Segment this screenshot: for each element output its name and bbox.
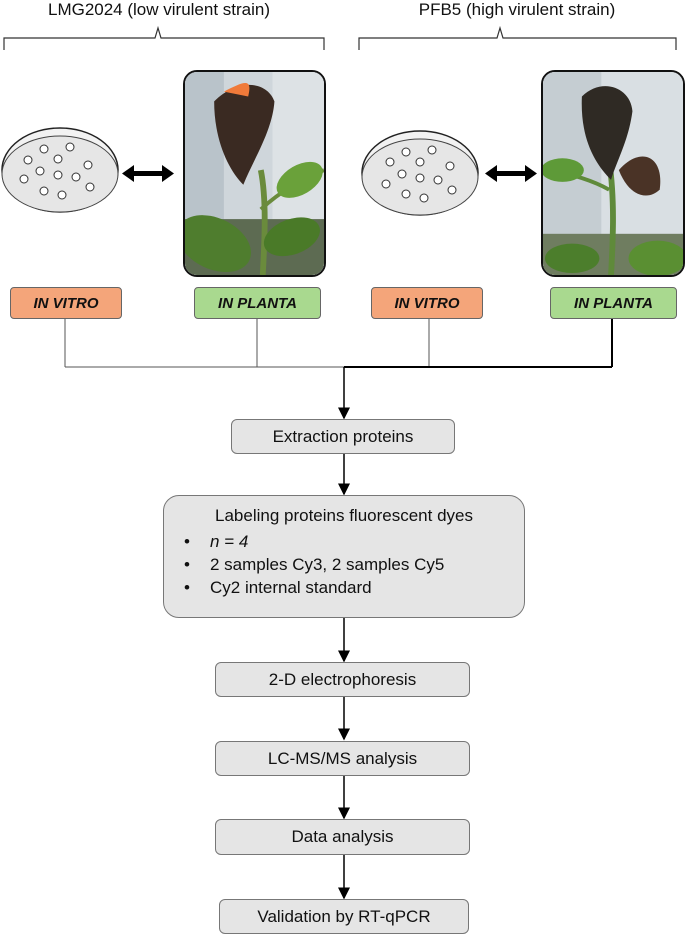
labeling-bullet-list: n = 4 2 samples Cy3, 2 samples Cy5 Cy2 i…: [178, 530, 510, 599]
tag-in-planta-high-virulent: IN PLANTA: [550, 287, 677, 319]
step-labeling-proteins: Labeling proteins fluorescent dyes n = 4…: [163, 495, 525, 618]
tag-in-vitro-high-virulent: IN VITRO: [371, 287, 483, 319]
labeling-title: Labeling proteins fluorescent dyes: [215, 506, 473, 525]
step-data-analysis: Data analysis: [215, 819, 470, 855]
brace-lmg2024: [3, 25, 325, 50]
strain-title-low-virulent: LMG2024 (low virulent strain): [47, 0, 271, 19]
step-validation-rt-qpcr: Validation by RT-qPCR: [219, 899, 469, 934]
merge-lines: [64, 318, 430, 368]
main-flow-line: [344, 318, 613, 368]
step-2d-electrophoresis: 2-D electrophoresis: [215, 662, 470, 697]
plant-photo-high-virulent: [541, 70, 685, 277]
petri-dish-illustration: [1, 127, 119, 213]
labeling-bullet: 2 samples Cy3, 2 samples Cy5: [178, 553, 510, 576]
tag-in-planta-low-virulent: IN PLANTA: [194, 287, 321, 319]
step-lcms-analysis: LC-MS/MS analysis: [215, 741, 470, 776]
brace-pfb5: [358, 25, 677, 50]
tag-in-vitro-low-virulent: IN VITRO: [10, 287, 122, 319]
plant-photo-low-virulent: [183, 70, 326, 277]
double-arrow-left: [122, 165, 174, 182]
step-extraction-proteins: Extraction proteins: [231, 419, 455, 454]
strain-title-high-virulent: PFB5 (high virulent strain): [418, 0, 616, 19]
labeling-bullet: n = 4: [178, 530, 510, 553]
labeling-bullet: Cy2 internal standard: [178, 576, 510, 599]
double-arrow-right: [485, 165, 537, 182]
petri-dish-illustration: [361, 130, 479, 216]
